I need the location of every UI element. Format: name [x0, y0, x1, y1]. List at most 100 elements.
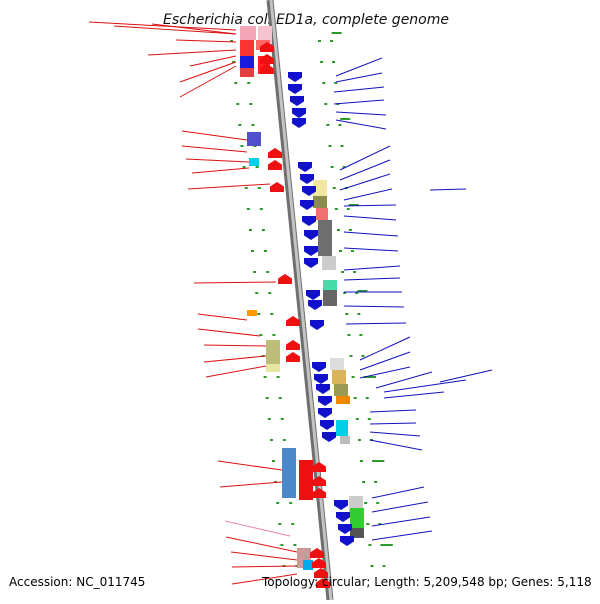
- leader-line: [333, 99, 385, 105]
- rail-dot: [324, 103, 328, 105]
- reverse-gene-arrow: [308, 300, 322, 310]
- rail-dot: [251, 250, 254, 252]
- rail-dot: [276, 502, 280, 504]
- reverse-gene-arrow: [292, 108, 306, 118]
- leader-line: [439, 369, 493, 383]
- gene-block: [350, 508, 364, 528]
- reverse-gene-arrow: [300, 174, 314, 184]
- reverse-gene-arrow: [322, 432, 336, 442]
- reverse-gene-arrow: [340, 536, 354, 546]
- rail-dot: [267, 418, 271, 420]
- leader-line: [224, 520, 291, 537]
- forward-gene-arrow: [260, 54, 274, 64]
- rail-dot: [374, 481, 378, 483]
- leader-line: [181, 130, 248, 141]
- forward-gene-arrow: [312, 558, 326, 568]
- rail-dot: [370, 565, 374, 567]
- rail-dot: [238, 124, 242, 126]
- rail-dot: [348, 229, 352, 231]
- rail-dot: [255, 292, 259, 294]
- rail-dot: [365, 397, 369, 399]
- leader-line: [113, 25, 237, 35]
- rail-dot: [269, 439, 273, 441]
- rail-dot: [246, 208, 250, 210]
- leader-line: [335, 72, 383, 83]
- leader-line: [179, 65, 237, 98]
- rail-dot: [236, 103, 240, 105]
- leader-line: [187, 183, 271, 190]
- leader-line: [197, 328, 261, 337]
- rail-dot: [334, 82, 338, 84]
- rail-dot: [338, 124, 342, 126]
- leader-line: [231, 565, 298, 568]
- leader-line: [359, 366, 411, 379]
- gene-block: [316, 208, 328, 220]
- rail-dot: [334, 208, 338, 210]
- reverse-gene-arrow: [314, 374, 328, 384]
- reverse-gene-arrow: [304, 246, 318, 256]
- gene-block: [350, 528, 364, 538]
- rail-dot: [265, 397, 269, 399]
- reverse-gene-arrow: [320, 420, 334, 430]
- rail-dot: [345, 313, 349, 315]
- leader-line: [203, 355, 267, 363]
- reverse-gene-arrow: [298, 162, 312, 172]
- gene-block: [336, 396, 350, 404]
- leader-line: [181, 145, 248, 153]
- reverse-gene-arrow: [292, 118, 306, 128]
- reverse-gene-arrow: [336, 512, 350, 522]
- rail-dot: [322, 82, 326, 84]
- rail-dot: [320, 61, 324, 63]
- gene-block: [266, 340, 280, 364]
- rail-dot: [274, 481, 278, 483]
- rail-dot: [247, 82, 251, 84]
- leader-line: [151, 23, 237, 35]
- leader-line: [371, 516, 431, 527]
- leader-line: [343, 204, 397, 207]
- rail-dot: [326, 124, 330, 126]
- rail-dot: [346, 208, 350, 210]
- leader-line: [219, 481, 283, 488]
- rail-dot: [332, 61, 336, 63]
- rail-dot: [259, 334, 263, 336]
- rail-dot: [261, 229, 265, 231]
- rail-dot: [248, 229, 252, 231]
- rail-dot: [270, 313, 274, 315]
- forward-gene-arrow: [312, 462, 326, 472]
- leader-line: [335, 111, 387, 116]
- gene-block: [313, 180, 327, 196]
- rail-dot: [353, 271, 357, 273]
- leader-line: [175, 39, 237, 43]
- reverse-gene-arrow: [310, 320, 324, 330]
- rail-dot: [349, 355, 353, 357]
- rail-dot: [253, 271, 257, 273]
- gene-block: [340, 436, 350, 444]
- rail-dot: [361, 355, 365, 357]
- forward-gene-arrow: [278, 274, 292, 284]
- reverse-gene-arrow: [306, 290, 320, 300]
- leader-line: [369, 431, 421, 437]
- leader-line: [339, 173, 391, 191]
- gene-block: [303, 560, 313, 570]
- leader-line: [339, 145, 391, 171]
- rail-dot: [240, 145, 244, 147]
- reverse-gene-arrow: [318, 396, 332, 406]
- gene-block: [313, 196, 327, 208]
- backbone-line: [269, 0, 333, 601]
- rail-dot: [272, 460, 275, 462]
- gene-block: [240, 26, 256, 40]
- leader-line: [217, 460, 283, 471]
- leader-line: [343, 188, 393, 201]
- rail-dot: [382, 565, 386, 567]
- rail-dot: [266, 271, 270, 273]
- rail-dot: [342, 166, 346, 168]
- accession-text: Accession: NC_011745: [9, 575, 145, 589]
- leader-line: [335, 57, 383, 77]
- gene-block: [330, 358, 344, 370]
- rail-dot: [230, 40, 233, 42]
- reverse-gene-arrow: [312, 362, 326, 372]
- leader-line: [429, 188, 467, 191]
- leader-line: [359, 351, 411, 371]
- genome-summary-text: Topology: circular; Length: 5,209,548 bp…: [261, 575, 592, 589]
- leader-line: [191, 167, 250, 174]
